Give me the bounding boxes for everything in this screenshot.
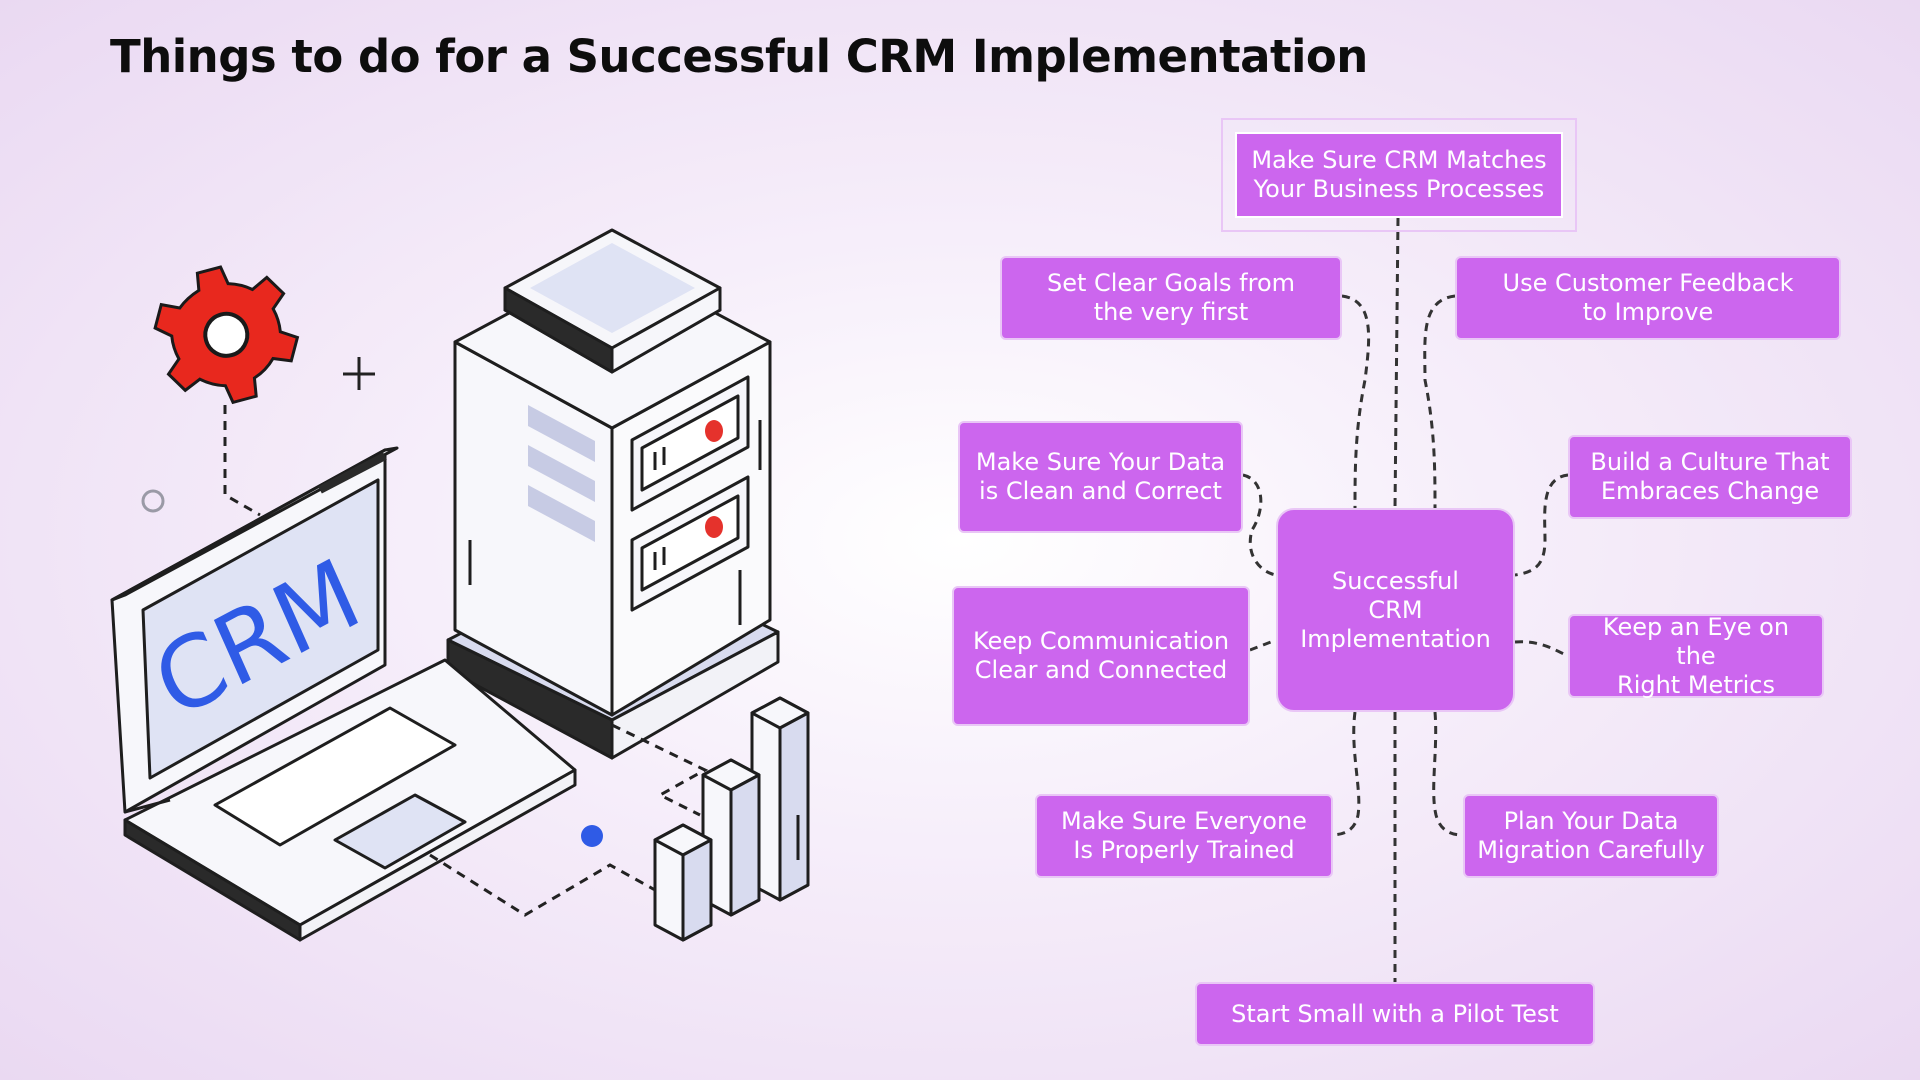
- laptop-icon: [110, 446, 577, 942]
- connector-migration: [1432, 711, 1464, 837]
- node-clean-data: Make Sure Your Data is Clean and Correct: [958, 421, 1243, 533]
- connector-top: [1393, 217, 1400, 509]
- connector-communication: [1249, 638, 1277, 652]
- node-pilot-test: Start Small with a Pilot Test: [1195, 982, 1595, 1046]
- page-title: Things to do for a Successful CRM Implem…: [110, 30, 1368, 83]
- bar-chart-icon: [653, 696, 810, 942]
- connector-data-clean: [1242, 473, 1277, 577]
- node-successful-crm: Successful CRM Implementation: [1276, 508, 1515, 712]
- node-clear-goals: Set Clear Goals from the very first: [1000, 256, 1342, 340]
- server-icon: [446, 228, 780, 760]
- connector-culture: [1514, 473, 1569, 577]
- node-proper-training: Make Sure Everyone Is Properly Trained: [1035, 794, 1333, 878]
- node-customer-feedback: Use Customer Feedback to Improve: [1455, 256, 1841, 340]
- connector-training: [1329, 711, 1361, 837]
- gear-icon: [153, 265, 300, 405]
- node-business-processes: Make Sure CRM Matches Your Business Proc…: [1221, 118, 1577, 232]
- gear-connector: [223, 405, 261, 517]
- plus-icon: [343, 357, 375, 390]
- node-data-migration: Plan Your Data Migration Carefully: [1463, 794, 1719, 878]
- crm-illustration: CRM: [110, 228, 810, 942]
- illustration-connector: [611, 723, 709, 817]
- connector-goals: [1341, 294, 1371, 509]
- server-light: [705, 420, 723, 442]
- node-communication: Keep Communication Clear and Connected: [952, 586, 1250, 726]
- illustration-connector: [429, 853, 656, 917]
- server-light: [705, 516, 723, 538]
- node-culture-change: Build a Culture That Embraces Change: [1568, 435, 1852, 519]
- dot-icon: [581, 825, 603, 847]
- ring-icon: [141, 489, 165, 513]
- connector-feedback: [1423, 294, 1456, 509]
- connector-metrics: [1514, 640, 1569, 658]
- node-right-metrics: Keep an Eye on the Right Metrics: [1568, 613, 1824, 699]
